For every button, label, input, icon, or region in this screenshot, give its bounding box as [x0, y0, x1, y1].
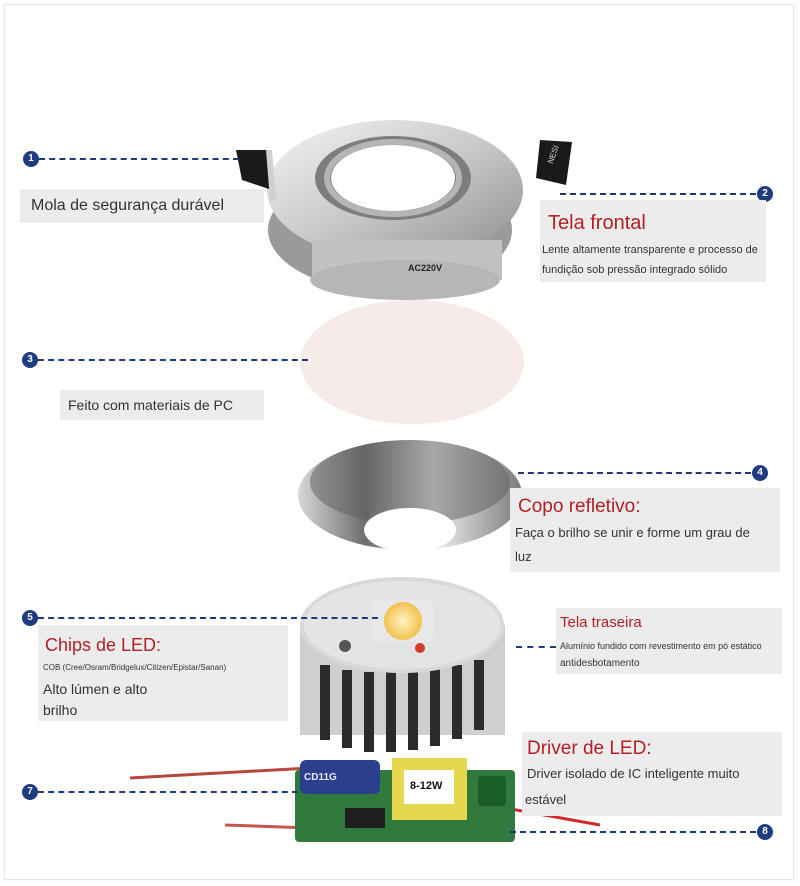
callout-1-marker: 1	[23, 151, 39, 167]
callout-2-desc-line2: fundição sob pressão integrado sólido	[542, 264, 728, 276]
callout-6-desc-line2: antidesbotamento	[560, 658, 640, 669]
callout-5-marker: 5	[22, 610, 38, 626]
capacitor	[300, 760, 380, 794]
callout-5-desc-line2: brilho	[43, 702, 78, 718]
callout-2-title: Tela frontal	[548, 212, 646, 234]
callout-2-marker: 2	[757, 186, 773, 202]
callout-4-marker: 4	[752, 465, 768, 481]
callout-4-desc-line2: luz	[515, 549, 532, 564]
callout-5-title: Chips de LED:	[45, 635, 162, 655]
callout-1-leader	[39, 158, 239, 160]
callout-6-title: Tela traseira	[560, 614, 642, 631]
callout-4-desc-line1: Faça o brilho se unir e forme um grau de	[515, 525, 750, 540]
callout-6-card: Tela traseira Alumínio fundido com reves…	[556, 608, 782, 674]
spring-clip-right	[536, 140, 572, 185]
callout-5-desc-line1: Alto lúmen e alto	[43, 681, 148, 697]
spring-clip-left	[236, 150, 276, 200]
callout-7-leader	[38, 791, 298, 793]
callout-3-title: Feito com materiais de PC	[68, 397, 233, 413]
transformer-mark: 8-12W	[410, 780, 443, 792]
callout-4-card: Copo refletivo: Faça o brilho se unir e …	[510, 488, 780, 572]
callout-6-leader	[516, 646, 556, 648]
housing-ring	[267, 120, 523, 300]
callout-5-brands: COB (Cree/Osram/Bridgelux/Citizen/Epista…	[43, 663, 227, 672]
callout-8-title: Driver de LED:	[527, 738, 652, 759]
image-frame	[4, 4, 794, 880]
callout-2-card: Tela frontal Lente altamente transparent…	[540, 200, 766, 282]
callout-8-desc-line2: estável	[525, 792, 567, 807]
callout-4-title: Copo refletivo:	[518, 496, 641, 517]
callout-2-leader	[560, 193, 756, 195]
pc-diffuser	[300, 300, 524, 424]
callout-6-desc-line1: Alumínio fundido com revestimento em pó …	[560, 641, 762, 651]
callout-5-leader	[38, 617, 378, 619]
callout-3-marker: 3	[22, 352, 38, 368]
callout-3-card: Feito com materiais de PC	[60, 390, 264, 420]
callout-8-desc-line1: Driver isolado de IC inteligente muito	[527, 766, 740, 781]
capacitor-mark: CD11G	[304, 772, 337, 783]
callout-2-desc-line1: Lente altamente transparente e processo …	[542, 244, 758, 256]
led-driver-board	[129, 758, 601, 842]
cob-led-chip	[372, 600, 434, 642]
callout-8-card: Driver de LED: Driver isolado de IC inte…	[522, 732, 782, 816]
callout-3-leader	[38, 359, 308, 361]
callout-5-card: Chips de LED: COB (Cree/Osram/Bridgelux/…	[38, 625, 288, 721]
callout-1-card: Mola de segurança durável	[20, 189, 264, 223]
callout-8-marker: 8	[757, 824, 773, 840]
callout-4-leader	[518, 472, 751, 474]
reflector-cup	[298, 440, 522, 552]
housing-mark: AC220V	[408, 263, 443, 273]
callout-1-title: Mola de segurança durável	[31, 197, 225, 214]
callout-7-marker: 7	[22, 784, 38, 800]
callout-8-leader	[510, 831, 756, 833]
